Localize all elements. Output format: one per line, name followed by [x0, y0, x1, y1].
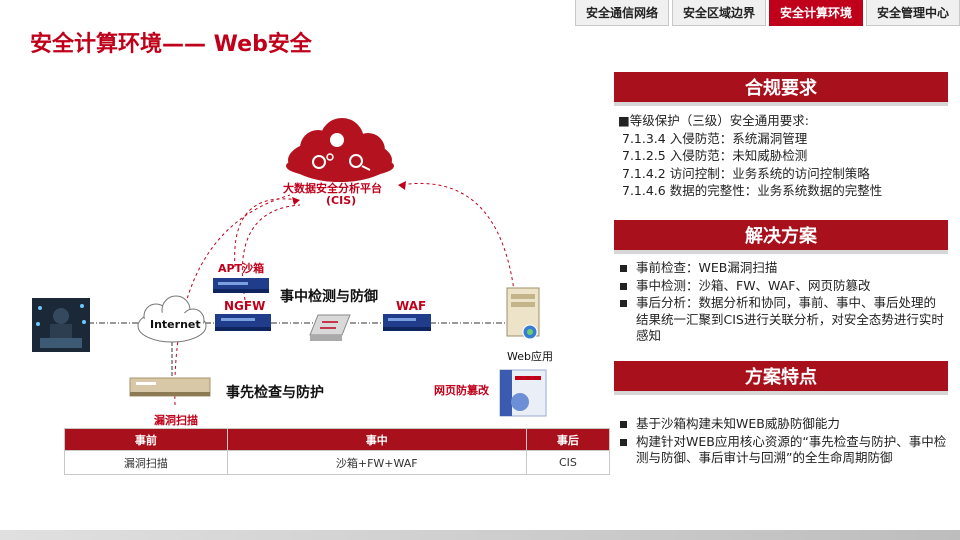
- features-list: 基于沙箱构建未知WEB威胁防御能力 构建针对WEB应用核心资源的“事先检查与防护…: [618, 416, 948, 468]
- pre-stage-title: 事先检查与防护: [226, 385, 324, 401]
- table-header-post: 事后: [525, 428, 611, 451]
- tab-management[interactable]: 安全管理中心: [865, 0, 960, 26]
- flow-arc-web: [399, 183, 516, 299]
- table-cell: 漏洞扫描: [64, 450, 228, 475]
- vuln-scan-label: 漏洞扫描: [154, 414, 198, 427]
- solution-header: 解决方案: [614, 220, 948, 254]
- top-nav: 安全通信网络 安全区域边界 安全计算环境 安全管理中心: [574, 0, 960, 28]
- tab-network[interactable]: 安全通信网络: [574, 0, 669, 26]
- stage-table: 事前 事中 事后 漏洞扫描 沙箱+FW+WAF CIS: [64, 428, 611, 475]
- anti-tamper-label: 网页防篡改: [434, 384, 489, 397]
- cloud-label-sub: (CIS): [326, 194, 357, 207]
- list-item: 事中检测：沙箱、FW、WAF、网页防篡改: [618, 278, 948, 295]
- footer-bar: [0, 530, 960, 540]
- router-icon: [309, 314, 351, 341]
- list-item: 事前检查：WEB漏洞扫描: [618, 260, 948, 277]
- tab-computing-env[interactable]: 安全计算环境: [768, 0, 863, 26]
- web-app-label: Web应用: [507, 350, 553, 363]
- internet-cloud-icon: [137, 295, 207, 343]
- waf-label: WAF: [396, 299, 427, 313]
- compliance-item: 7.1.2.5 入侵防范：未知威胁检测: [622, 148, 808, 163]
- internet-label: Internet: [150, 318, 201, 331]
- table-cell: CIS: [525, 450, 611, 475]
- ngfw-device-icon: [215, 314, 271, 331]
- cloud-icon: [286, 118, 394, 182]
- list-item: 基于沙箱构建未知WEB威胁防御能力: [618, 416, 948, 433]
- vuln-scanner-device-icon: [129, 377, 211, 397]
- web-server-icon: [506, 287, 540, 340]
- mid-stage-title: 事中检测与防御: [280, 289, 378, 305]
- apt-sandbox-device-icon: [213, 278, 269, 293]
- page-title: 安全计算环境—— Web安全: [30, 32, 312, 57]
- table-header-pre: 事前: [64, 428, 228, 451]
- tab-boundary[interactable]: 安全区域边界: [671, 0, 766, 26]
- features-header: 方案特点: [614, 361, 948, 395]
- compliance-item: 7.1.3.4 入侵防范：系统漏洞管理: [622, 130, 808, 146]
- flow-arc-apt: [234, 198, 299, 268]
- list-item: 事后分析：数据分析和协同，事前、事中、事后处理的结果统一汇聚到CIS进行关联分析…: [618, 295, 948, 345]
- compliance-item: 7.1.4.2 访问控制：业务系统的访问控制策略: [622, 165, 870, 181]
- ngfw-label: NGFW: [224, 299, 266, 313]
- table-header-mid: 事中: [226, 428, 527, 451]
- flow-arc-scan: [174, 194, 291, 406]
- network-diagram: [32, 118, 547, 417]
- solution-list: 事前检查：WEB漏洞扫描 事中检测：沙箱、FW、WAF、网页防篡改 事后分析：数…: [618, 260, 948, 346]
- anti-tamper-box-icon: [499, 369, 547, 417]
- table-row: 漏洞扫描 沙箱+FW+WAF CIS: [64, 450, 611, 475]
- compliance-lead: ■等级保护（三级）安全通用要求:: [618, 113, 810, 128]
- table-cell: 沙箱+FW+WAF: [226, 450, 527, 475]
- cloud-label: 大数据安全分析平台: [283, 182, 382, 195]
- hacker-workstation-icon: [32, 298, 90, 352]
- list-item: 构建针对WEB应用核心资源的“事先检查与防护、事中检测与防御、事后审计与回溯”的…: [618, 434, 948, 467]
- apt-label: APT沙箱: [218, 262, 265, 275]
- compliance-item: 7.1.4.6 数据的完整性：业务系统数据的完整性: [622, 183, 883, 198]
- waf-device-icon: [383, 314, 431, 331]
- compliance-header: 合规要求: [614, 72, 948, 106]
- compliance-list: ■等级保护（三级）安全通用要求: 7.1.3.4 入侵防范：系统漏洞管理 7.1…: [618, 112, 948, 200]
